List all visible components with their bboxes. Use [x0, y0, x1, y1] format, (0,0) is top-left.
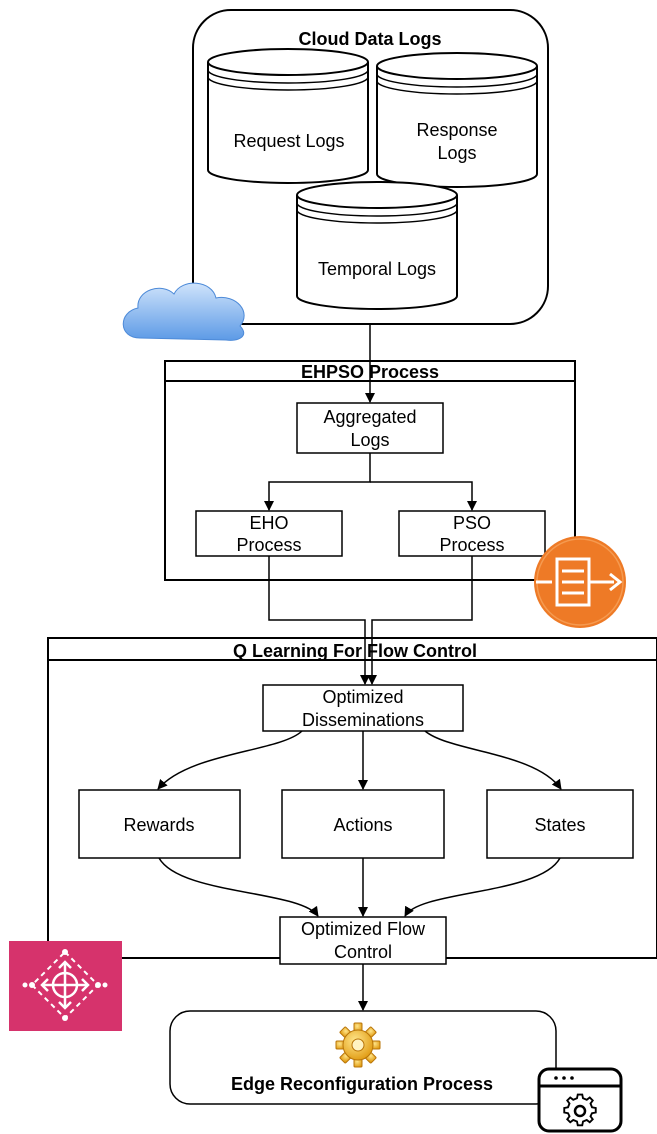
arrow-states-to-flow-control [404, 857, 561, 917]
gear-icon [335, 1022, 381, 1068]
pso-process-box [398, 510, 546, 557]
optimized-flow-control-label-line1: Optimized Flow [301, 919, 426, 939]
actions-box [281, 789, 445, 859]
temporal-logs-label: Temporal Logs [318, 259, 436, 279]
settings-window-icon [537, 1067, 623, 1133]
response-logs-label-line2: Logs [437, 143, 476, 163]
queue-icon [534, 536, 626, 628]
response-logs-label-line1: Response [416, 120, 497, 140]
request-logs-cylinder: Request Logs [207, 48, 369, 184]
rewards-box [78, 789, 241, 859]
rewards-label: Rewards [123, 815, 194, 835]
response-logs-cylinder: Response Logs [376, 52, 538, 188]
gateway-icon [9, 941, 122, 1031]
aggregated-logs-label-line1: Aggregated [323, 407, 416, 427]
cloud-data-logs-title: Cloud Data Logs [299, 29, 442, 49]
connectors [157, 324, 562, 1011]
temporal-logs-cylinder: Temporal Logs [296, 181, 458, 310]
arrow-rewards-to-flow-control [158, 857, 319, 917]
eho-process-label-line1: EHO [249, 513, 288, 533]
request-logs-label: Request Logs [233, 131, 344, 151]
eho-process-label-line2: Process [236, 535, 301, 555]
optimized-disseminations-label-line2: Disseminations [302, 710, 424, 730]
arrow-disseminations-to-rewards [157, 730, 303, 790]
arrow-eho-to-qlearning [268, 556, 370, 685]
optimized-flow-control-label-line2: Control [334, 942, 392, 962]
ehpso-process-group: EHPSO Process Aggregated Logs EHO Proces… [164, 360, 576, 581]
actions-label: Actions [333, 815, 392, 835]
pso-process-label-line1: PSO [453, 513, 491, 533]
states-label: States [534, 815, 585, 835]
states-box [486, 789, 634, 859]
pso-process-label-line2: Process [439, 535, 504, 555]
optimized-disseminations-label-line1: Optimized [322, 687, 403, 707]
arrow-aggregated-to-pso [370, 481, 477, 511]
cloud-icon [122, 282, 245, 341]
q-learning-title: Q Learning For Flow Control [233, 641, 477, 661]
aggregated-logs-label-line2: Logs [350, 430, 389, 450]
cloud-data-logs-group: Cloud Data Logs Request Logs Response Lo… [192, 9, 549, 325]
arrow-pso-to-qlearning [367, 556, 473, 685]
q-learning-group: Q Learning For Flow Control Optimized Di… [47, 637, 657, 965]
arrow-aggregated-to-eho [264, 453, 371, 511]
edge-reconfiguration-label: Edge Reconfiguration Process [231, 1074, 493, 1094]
arrow-disseminations-to-states [424, 730, 562, 790]
